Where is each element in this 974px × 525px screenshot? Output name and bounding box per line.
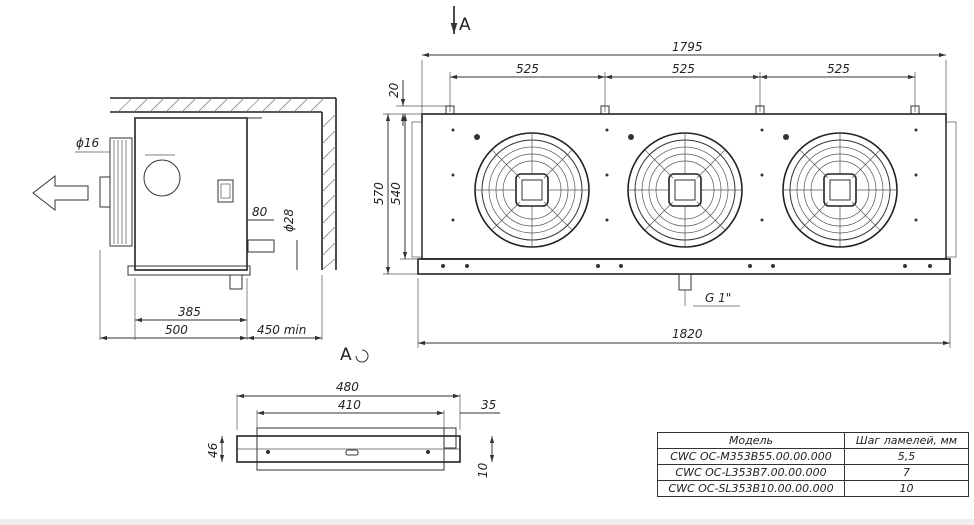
- bottom-view: A 480 410 35 46 10: [206, 345, 500, 478]
- dim-overall-width: 1820: [672, 327, 703, 341]
- spec-model: CWC OC-SL353B10.00.00.000: [657, 480, 845, 497]
- view-a-marker: A: [450, 6, 471, 35]
- dim-wall-clearance: 450 min: [257, 323, 306, 337]
- dim-bottom-offset-35: 35: [481, 398, 496, 412]
- rotation-icon: [355, 349, 369, 363]
- dim-overall-length: 1795: [672, 40, 703, 54]
- spec-model: CWC OC-M353B55.00.00.000: [657, 448, 845, 465]
- dim-height-body: 540: [389, 182, 403, 205]
- spec-fin: 7: [844, 464, 969, 481]
- dim-side-pipe-dia-28: ϕ28: [282, 208, 296, 232]
- fan-3: [782, 132, 898, 248]
- table-row: CWC OC-L353B7.00.00.000 7: [657, 464, 969, 481]
- dim-height-total: 570: [372, 182, 386, 205]
- bottom-bar: [0, 519, 974, 525]
- dim-bottom-width-410: 410: [338, 398, 361, 412]
- spec-fin: 5,5: [844, 448, 969, 465]
- view-a-rotated-label: A: [340, 345, 352, 365]
- dim-fan-spacing-3: 525: [827, 62, 850, 76]
- table-row: CWC OC-SL353B10.00.00.000 10: [657, 480, 969, 497]
- fan-1: [474, 132, 590, 248]
- spec-header-model: Модель: [657, 432, 845, 449]
- dim-pipe-thread: G 1": [705, 291, 731, 305]
- dim-fan-spacing-1: 525: [516, 62, 539, 76]
- side-view: ϕ16 80 ϕ28 385 500 450 min: [32, 97, 337, 341]
- dim-bottom-height-46: 46: [206, 442, 220, 458]
- dim-bottom-height-10: 10: [476, 462, 490, 478]
- spec-table-header: Модель Шаг ламелей, мм: [657, 432, 969, 449]
- dim-side-depth-500: 500: [165, 323, 188, 337]
- spec-fin: 10: [844, 480, 969, 497]
- table-row: CWC OC-M353B55.00.00.000 5,5: [657, 448, 969, 465]
- dim-side-pipe-dia: ϕ16: [76, 136, 100, 150]
- spec-header-fin: Шаг ламелей, мм: [844, 432, 969, 449]
- spec-model: CWC OC-L353B7.00.00.000: [657, 464, 845, 481]
- dim-top-offset: 20: [387, 82, 401, 98]
- drip-tray: [417, 258, 951, 275]
- dim-fan-spacing-2: 525: [672, 62, 695, 76]
- spec-table: Модель Шаг ламелей, мм CWC OC-M353B55.00…: [657, 432, 969, 497]
- fan-2: [627, 132, 743, 248]
- airflow-arrow: [32, 174, 89, 212]
- dim-side-depth-385: 385: [178, 305, 201, 319]
- dim-bottom-width-480: 480: [336, 380, 359, 394]
- dim-side-length-80: 80: [252, 205, 268, 219]
- view-a-label: A: [459, 15, 471, 35]
- mounting-holes: [441, 128, 932, 268]
- front-view: 1795 525 525 525 20 570 540: [372, 40, 957, 348]
